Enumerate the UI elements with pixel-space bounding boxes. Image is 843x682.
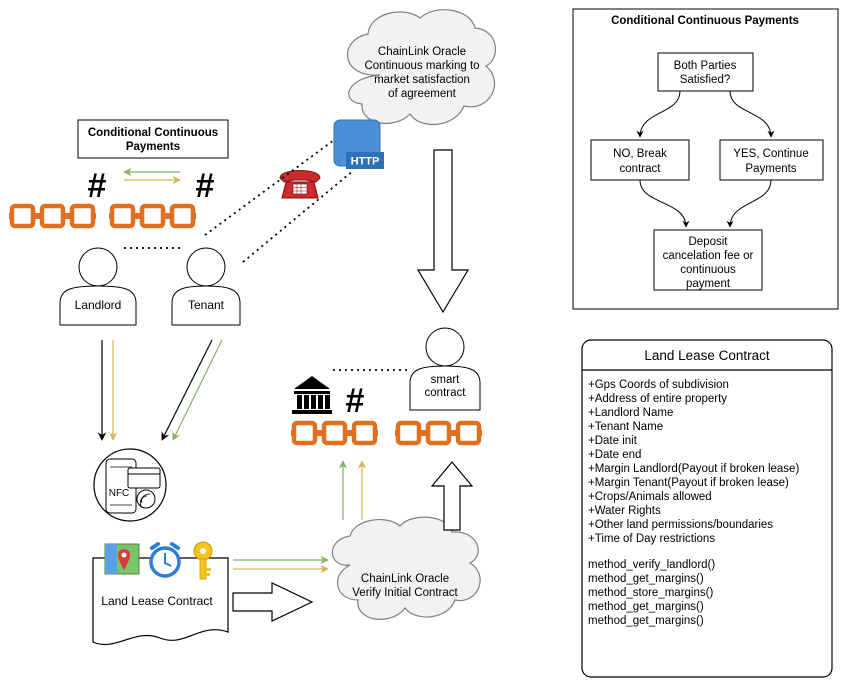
big-arrow-down — [416, 149, 470, 314]
chain-link-icon — [395, 423, 482, 443]
class-box-title: Land Lease Contract — [644, 348, 770, 363]
class-methods: method_verify_landlord() method_get_margi… — [588, 559, 715, 627]
decision-node — [657, 52, 754, 92]
deposit-line1: Deposit — [689, 236, 729, 248]
document-label: Land Lease Contract — [101, 594, 213, 608]
nfc-icon: NFC — [93, 448, 167, 522]
class-attribute: +Other land permissions/boundaries — [588, 519, 773, 531]
flowchart-panel: Conditional Continuous Payments Both Par… — [572, 8, 839, 310]
class-attribute: +Landlord Name — [588, 407, 673, 419]
dotted-connectors — [124, 139, 410, 371]
oracle-cloud-bottom: ChainLink Oracle Verify Initial Contract — [331, 516, 481, 620]
class-attribute: +Date init — [588, 435, 638, 447]
class-attributes: +Gps Coords of subdivision +Address of en… — [588, 379, 799, 545]
deposit-line3: continuous — [680, 264, 736, 276]
class-method: method_store_margins() — [588, 587, 713, 599]
bank-icon — [292, 376, 332, 414]
class-attribute: +Crops/Animals allowed — [588, 491, 712, 503]
deposit-line2: cancelation fee or — [663, 250, 754, 262]
nfc-label: NFC — [109, 488, 130, 499]
map-icon — [104, 543, 140, 575]
class-attribute: +Tenant Name — [588, 421, 663, 433]
class-attribute: +Address of entire property — [588, 393, 727, 405]
conditional-label-line1: Conditional Continuous — [88, 127, 218, 139]
class-method: method_get_margins() — [588, 601, 704, 613]
chain-link-icon — [291, 423, 378, 443]
class-attribute: +Time of Day restrictions — [588, 533, 715, 545]
http-icon: HTTP — [333, 119, 384, 169]
class-method: method_verify_landlord() — [588, 559, 715, 571]
yes-line2: Payments — [745, 163, 796, 175]
class-attribute: +Water Rights — [588, 505, 661, 517]
class-attribute: +Margin Landlord(Payout if broken lease) — [588, 463, 799, 475]
big-arrow-right — [232, 582, 314, 622]
oracle-bottom-line1: ChainLink Oracle — [361, 573, 449, 585]
tenant-actor: Tenant — [171, 247, 241, 326]
class-method: method_get_margins() — [588, 573, 704, 585]
deposit-line4: payment — [686, 278, 731, 290]
arrow-tenant-nfc-green — [172, 339, 223, 441]
http-label: HTTP — [351, 156, 380, 168]
decision-line2: Satisfied? — [680, 74, 731, 86]
hash-icon: # — [196, 167, 215, 205]
smart-contract-label-line2: contract — [425, 387, 467, 399]
chain-link-icon — [109, 206, 196, 226]
land-lease-class-box: Land Lease Contract +Gps Coords of subdi… — [581, 339, 833, 678]
arrow-tenant-nfc — [161, 339, 213, 441]
no-line2: contract — [620, 163, 662, 175]
land-lease-document: Land Lease Contract — [92, 557, 229, 646]
oracle-cloud-top: ChainLink Oracle Continuous marking to m… — [346, 9, 497, 126]
landlord-actor: Landlord — [59, 247, 137, 326]
key-icon — [193, 541, 213, 580]
conditional-label-line2: Payments — [126, 141, 180, 153]
smart-contract-label-line1: smart — [431, 374, 461, 386]
oracle-top-line1: ChainLink Oracle — [378, 46, 466, 58]
big-arrow-up — [430, 461, 474, 531]
class-attribute: +Margin Tenant(Payout if broken lease) — [588, 477, 789, 489]
no-line1: NO, Break — [613, 148, 667, 160]
flowchart-title: Conditional Continuous Payments — [611, 15, 799, 27]
yes-node — [719, 139, 824, 181]
deposit-node — [653, 229, 763, 291]
chain-link-icon — [9, 206, 96, 226]
yes-line1: YES, Continue — [733, 148, 808, 160]
decision-line1: Both Parties — [674, 60, 737, 72]
landlord-label: Landlord — [75, 298, 122, 312]
conditional-payments-label: Conditional Continuous Payments — [77, 119, 229, 159]
hash-icon: # — [346, 382, 365, 420]
oracle-top-line4: of agreement — [388, 88, 457, 100]
hash-icon: # — [88, 167, 107, 205]
telephone-icon — [279, 170, 321, 199]
no-node — [590, 139, 690, 181]
oracle-top-line3: market satisfaction — [374, 74, 470, 86]
alarm-clock-icon — [149, 542, 181, 578]
oracle-bottom-line2: Verify Initial Contract — [352, 587, 458, 599]
tenant-label: Tenant — [188, 298, 225, 312]
smart-contract-actor: smart contract — [409, 327, 481, 411]
class-method: method_get_margins() — [588, 615, 704, 627]
class-attribute: +Date end — [588, 449, 641, 461]
class-attribute: +Gps Coords of subdivision — [588, 379, 729, 391]
oracle-top-line2: Continuous marking to — [364, 60, 479, 72]
